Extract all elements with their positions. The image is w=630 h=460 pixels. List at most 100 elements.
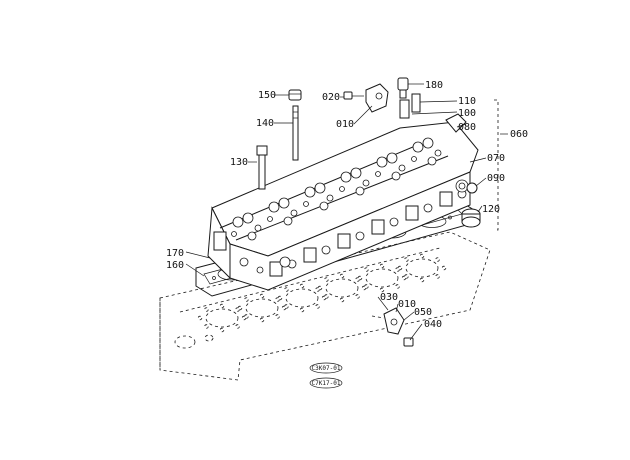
hole (219, 327, 225, 333)
hole (277, 295, 283, 301)
label-010-upper: 010 (336, 119, 354, 130)
hole (237, 305, 243, 311)
hole (395, 267, 400, 272)
hole (241, 315, 247, 321)
part-090-plug (466, 182, 478, 194)
hole (299, 307, 305, 313)
label-040: 040 (424, 319, 442, 330)
hole (304, 186, 316, 198)
hole (267, 216, 273, 222)
bore (405, 258, 439, 278)
hole (411, 156, 417, 162)
part-140-stud (292, 105, 299, 161)
port-opening (405, 205, 419, 221)
part-130-bolt (256, 145, 268, 190)
hole (259, 317, 265, 323)
hole (299, 283, 305, 289)
hole (350, 167, 362, 179)
reference-codes: C3K07-01 C7K17-01 (309, 362, 343, 389)
hole (395, 284, 400, 289)
hole (357, 275, 363, 281)
hole (419, 277, 425, 283)
label-050: 050 (414, 307, 432, 318)
hole (379, 263, 385, 269)
hole (204, 324, 209, 329)
bore (325, 278, 359, 298)
part-110-sleeve (399, 93, 421, 119)
bore (205, 308, 239, 328)
hole (339, 273, 345, 279)
label-100: 100 (458, 108, 476, 119)
bore (285, 288, 319, 308)
hole (235, 324, 240, 329)
code-2: C7K17-01 (312, 380, 341, 387)
hole (355, 294, 360, 299)
hole (268, 201, 280, 213)
hole (303, 201, 309, 207)
hole (232, 216, 244, 228)
label-140: 140 (256, 118, 274, 129)
part-080-cap (445, 113, 467, 133)
hole (412, 141, 424, 153)
hole (284, 304, 289, 309)
hole (391, 171, 401, 181)
hole (340, 171, 352, 183)
label-060: 060 (510, 129, 528, 140)
hole (386, 152, 398, 164)
label-090: 090 (487, 173, 505, 184)
hole (364, 284, 369, 289)
hole (321, 295, 327, 301)
cylinder-block (159, 231, 491, 381)
label-080: 080 (458, 122, 476, 133)
label-160: 160 (166, 260, 184, 271)
hole (275, 314, 280, 319)
code-oval-1 (309, 362, 343, 374)
hole (254, 224, 262, 232)
label-110: 110 (458, 96, 476, 107)
hole (212, 276, 216, 280)
hole (324, 294, 329, 299)
hole (321, 245, 331, 255)
label-030: 030 (380, 292, 398, 303)
hole (448, 215, 452, 220)
label-010-lower: 010 (398, 299, 416, 310)
hole (435, 274, 440, 279)
label-180: 180 (425, 80, 443, 91)
label-170: 170 (166, 248, 184, 259)
hole (401, 275, 407, 281)
hole (231, 231, 237, 237)
hole (315, 287, 320, 292)
part-040-nut (403, 337, 414, 347)
hole (375, 171, 381, 177)
hole (422, 137, 434, 149)
hole (379, 287, 385, 293)
cylinder-head (207, 121, 479, 291)
port-opening (269, 261, 283, 277)
part-150-nut (288, 89, 302, 101)
hole (284, 287, 289, 292)
hole (244, 314, 249, 319)
hole (247, 231, 257, 241)
hole (339, 186, 345, 192)
hole (355, 231, 365, 241)
hole (376, 156, 388, 168)
hole (339, 297, 345, 303)
hole (319, 201, 329, 211)
hole (275, 297, 280, 302)
part-020-screw (343, 91, 364, 100)
hole (281, 305, 287, 311)
part-010-bracket (365, 83, 389, 113)
hole (355, 277, 360, 282)
hole (278, 197, 290, 209)
bore (365, 268, 399, 288)
leader-lines (185, 83, 508, 341)
hole (290, 209, 298, 217)
hole (324, 277, 329, 282)
hole (404, 257, 409, 262)
group-bracket (494, 99, 499, 231)
bore (245, 298, 279, 318)
part-labels: 150 140 130 020 010 180 110 100 080 060 … (166, 80, 528, 330)
port-opening (303, 247, 317, 263)
